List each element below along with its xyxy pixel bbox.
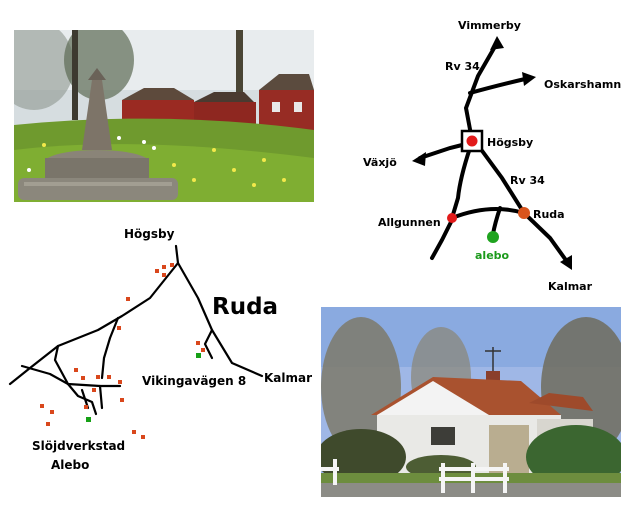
vikingavagen-highlight-marker [196, 353, 201, 358]
house-markers [40, 263, 205, 439]
ruda-dot [518, 207, 530, 219]
label-slojdverkstad: Slöjdverkstad [32, 439, 125, 453]
label-rv34-north: Rv 34 [445, 60, 480, 73]
label-kalmar: Kalmar [548, 280, 593, 293]
regional-road-map: Vimmerby Rv 34 Oskarshamn Högsby Växjö R… [363, 19, 621, 293]
white-house-photo [321, 307, 621, 497]
label-rv34-south: Rv 34 [510, 174, 545, 187]
slojdverkstad-highlight-marker [86, 417, 91, 422]
allgunnen-dot [447, 213, 457, 223]
road-central-south [100, 316, 120, 380]
label-allgunnen: Allgunnen [378, 216, 441, 229]
garden-cairn-photo [14, 30, 314, 202]
road-alebo [66, 382, 98, 416]
label-alebo: alebo [475, 249, 510, 262]
road-rv34-south [478, 146, 570, 265]
label-vikingavagen: Vikingavägen 8 [142, 374, 246, 388]
alebo-dot [487, 231, 499, 243]
label-ruda: Ruda [533, 208, 565, 221]
road-slojd [98, 384, 104, 410]
ruda-village-map: Högsby Ruda Vikingavägen 8 Kalmar Slöjdv… [8, 227, 312, 453]
garden-cairn-image [14, 30, 314, 202]
label-vimmerby: Vimmerby [458, 19, 521, 32]
arrow-vaxjo-icon [412, 152, 426, 166]
road-allgunnen-ruda [450, 207, 526, 220]
arrow-kalmar-icon [560, 255, 572, 270]
hogsby-dot [466, 135, 478, 147]
arrow-oskarshamn-icon [522, 72, 536, 86]
road-to-oskarshamn [468, 77, 527, 95]
road-south-allgunnen [430, 218, 454, 260]
label-oskarshamn: Oskarshamn [544, 78, 621, 91]
arrow-vimmerby-icon [490, 36, 504, 50]
road-vikingavagen [203, 328, 214, 360]
label-village-alebo: Alebo [51, 458, 90, 472]
white-house-image [321, 307, 621, 497]
label-village-hogsby: Högsby [124, 227, 175, 241]
label-village-kalmar: Kalmar [264, 371, 312, 385]
village-map-title: Ruda [212, 294, 278, 320]
main-road [8, 244, 180, 386]
label-hogsby: Högsby [487, 136, 533, 149]
road-west-1 [53, 344, 70, 386]
road-to-allgunnen [450, 146, 472, 220]
label-vaxjo: Växjö [363, 156, 397, 169]
road-to-vaxjo [418, 143, 464, 160]
road-west-2 [20, 364, 122, 388]
road-to-alebo [491, 206, 502, 236]
